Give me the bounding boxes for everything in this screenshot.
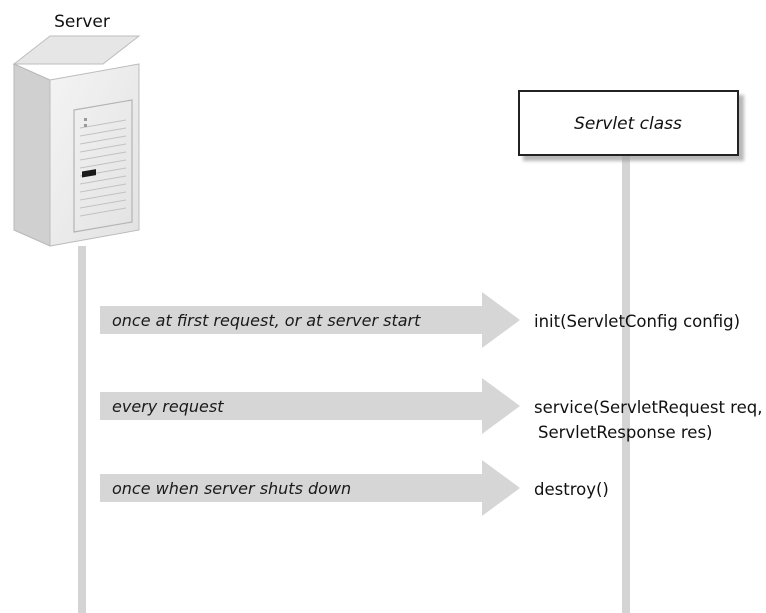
server-drive-slot [82,169,96,178]
servlet-lifeline [622,156,630,613]
method-service-line2: ServletResponse res) [538,423,712,442]
server-front-panel [73,99,133,233]
method-init: init(ServletConfig config) [534,312,740,331]
server-side-face [13,63,51,247]
call-when-label: every request [112,397,224,416]
call-arrow-service: every request [100,378,520,434]
servlet-class-label: Servlet class [574,114,682,134]
call-arrow-destroy: once when server shuts down [100,460,520,516]
call-when-label: once at first request, or at server star… [112,311,421,330]
server-label: Server [54,12,110,32]
call-arrow-init: once at first request, or at server star… [100,292,520,348]
method-destroy: destroy() [534,480,609,499]
call-when-label: once when server shuts down [112,479,351,498]
server-top-face [12,35,141,65]
servlet-class-box: Servlet class [518,90,739,156]
server-cabinet-icon [12,35,141,247]
method-service-line1: service(ServletRequest req, [534,398,762,417]
server-front-face [49,63,140,247]
server-lifeline [78,246,86,613]
